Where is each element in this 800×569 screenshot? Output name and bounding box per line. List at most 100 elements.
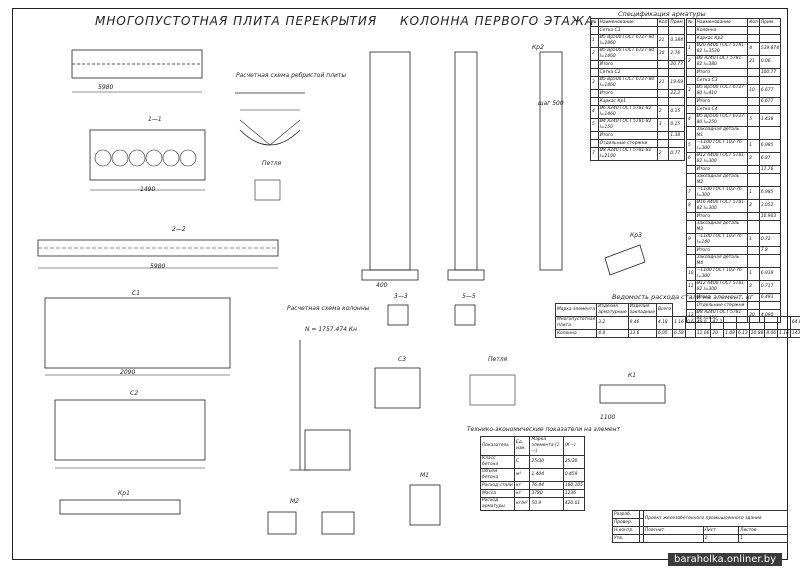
spec-right-cell [686,165,696,174]
stamp-sheets-val: 1 [738,534,788,543]
spec-right-cell: 3 [686,84,696,98]
spec-right-cell [747,173,760,187]
spec-left-cell: 0.77 [668,147,685,161]
spec-right-cell: Ø20 А400 ГОСТ 5781-82 l=3530 [694,42,749,56]
loop2-label: Петля [488,356,508,363]
dim-d: 2090 [120,369,136,376]
spec-right-cell: 100.77 [758,68,782,77]
spec-right-cell: 10 [686,267,696,281]
spec-right-cell: Закладная деталь М2 [694,173,749,187]
steel-cell: 47.2 [710,316,725,330]
sec-5-5-label: 5—5 [462,293,476,300]
spec-left-cell [668,139,685,148]
frame-kr2 [539,51,563,271]
stamp-sheet-val: 1 [702,534,740,543]
tech-cell: 25/30 [529,455,564,469]
spec-right-cell: 6.677 [758,97,782,106]
steel-cell [748,316,766,330]
spec-right-cell: Каркас Кр2 [694,34,749,43]
spec-left-row: Отдельные стержни [590,139,685,148]
dim-b: 1490 [140,186,156,193]
spec-right-row: Каркас Кр2 [686,34,782,43]
dim-e: 400 [376,282,388,289]
title-block: Разраб.Проект железобетонного промышленн… [611,510,789,543]
steel-cell: 8.06 [764,329,779,338]
spec-right-cell: 6.87 [758,152,782,166]
tech-cell: 420.01 [562,497,586,511]
spec-right-cell: 5 [686,139,696,153]
spec-left-cell: Ø6 А240 ГОСТ 5781-82 l=1460 [597,105,658,119]
section-1-1 [89,129,206,181]
spec-right-cell [758,173,782,187]
plate-m3 [604,244,646,276]
steel-cell: Колонна [554,329,598,338]
spec-right-cell: Итого [694,97,749,106]
spec-left-cell: Прим [668,18,685,27]
spec-right-cell: Сетка С4 [694,105,749,114]
frame-kr1 [59,499,181,515]
spec-right-cell: 10 [747,84,760,98]
tech-cell: Марка элемента (1—) [529,436,564,456]
steel-cell: 64.08 [789,316,800,330]
spec-right-cell [758,26,782,35]
stamp-dev: Разраб. [611,510,641,519]
spec-left-cell: Ø5 Вр500 ГОСТ 6727-80 l=1460 [597,47,658,61]
tech-cell: (К—) [562,436,586,456]
tech-cell: Показатель [480,436,515,456]
stamp-norm: Н.контр. [611,526,641,535]
col-load-label: N = 1757.474 Кн [305,326,358,333]
spec-right-cell: 8 [686,199,696,213]
spec-left-cell [590,68,599,77]
column-elevation-1 [369,51,411,271]
spec-right-cell [686,246,696,255]
kr1-label: Кр1 [118,490,130,497]
spec-left-row: Сетка С2 [590,68,685,77]
tech-cell: м³ [513,468,531,482]
tech-cell: 1236 [562,489,586,498]
spec-left-cell: 3 [590,76,599,90]
spec-right-cell: Ø5 Вр500 ГОСТ 6727-80 l=250 [694,113,749,127]
spec-left-cell: 0.15 [668,105,685,119]
m1-label: М1 [420,472,429,479]
spec-right-row: Закладная деталь М3 [686,220,782,234]
tech-cell: Расход стали [480,481,515,490]
tech-cell: 25/30 [562,455,586,469]
spec-right-cell: 21 [747,55,760,69]
tech-cell: Расход арматуры [480,497,515,511]
tech-cell: 160.105 [562,481,586,490]
spec-left-cell: Кол [656,18,670,27]
spec-left-cell: Итого [597,89,658,98]
spec-left-cell: 2 [656,147,670,161]
spec-right-cell [758,34,782,43]
spec-left-cell: 21 [656,76,670,90]
steel-cell: Изделия арматурные [596,303,629,317]
stamp-check: Провер. [611,518,641,527]
spec-right-cell: 6.677 [758,84,782,98]
spec-right-cell: 6.493 [758,293,782,302]
spec-right-row: Сетка С4 [686,105,782,114]
spec-left-cell: 30 [656,47,670,61]
spec-right-cell: 1 [747,186,760,200]
tech-table-title: Технико-экономические показатели на элем… [467,426,621,433]
spec-left-cell [590,131,599,140]
spec-left-cell [590,60,599,69]
spec-right-cell [747,220,760,234]
spec-left-cell: 19.69 [668,76,685,90]
spec-right-cell: 4 [747,42,760,56]
spec-left-cell: 5 [590,118,599,132]
bracket-k1 [599,384,666,404]
spec-right-cell [686,68,696,77]
steel-cell: 143.37 [789,329,800,338]
section-5-5 [454,304,476,326]
m3-label: Кр3 [630,232,642,239]
